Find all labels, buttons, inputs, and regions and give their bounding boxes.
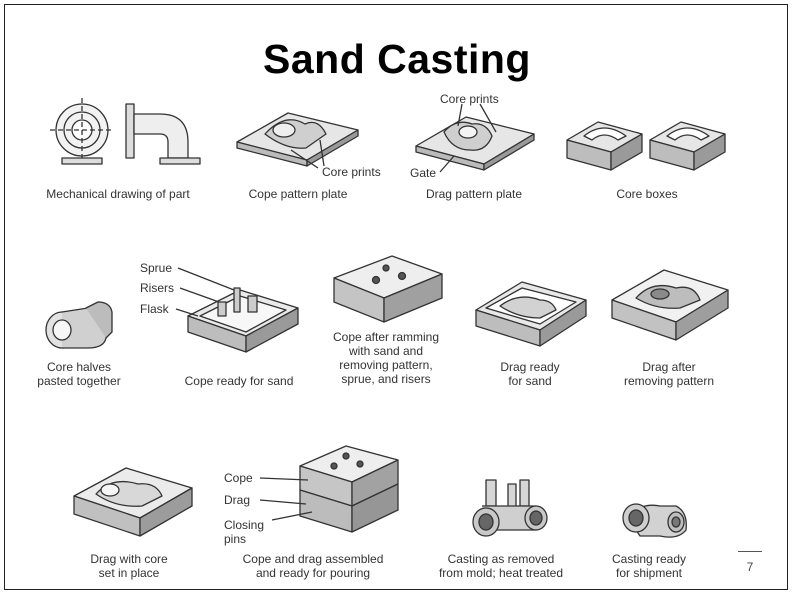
caption-drag-ready-l2: for sand [508,374,552,388]
caption-assembled-l1: Cope and drag assembled [242,552,384,566]
label-flask: Flask [140,302,169,316]
caption-core-halves-l2: pasted together [37,374,121,388]
caption-cope-pattern-plate: Cope pattern plate [248,187,348,201]
caption-cope-rammed-l1: Cope after ramming [332,330,440,344]
label-pins: pins [224,532,247,546]
slide-frame [4,4,788,590]
label-sprue: Sprue [140,261,173,275]
caption-casting-removed-l2: from mold; heat treated [438,566,564,580]
caption-cope-ready: Cope ready for sand [184,374,294,388]
drag-with-core-figure [73,467,193,537]
caption-casting-removed-l1: Casting as removed [447,552,555,566]
label-cope: Cope [224,471,253,485]
label-core-prints-cope: Core prints [322,165,381,179]
caption-assembled-l2: and ready for pouring [255,566,371,580]
label-drag: Drag [224,493,251,507]
label-gate: Gate [410,166,437,180]
cope-ready-figure [175,267,299,353]
casting-ready-figure [622,503,687,538]
cope-rammed-figure [333,255,443,323]
caption-cope-rammed-l4: sprue, and risers [341,372,431,386]
casting-removed-figure [472,479,548,537]
mechanical-drawing-figure [50,98,201,165]
slide-title: Sand Casting [263,36,531,82]
page-number-rule [738,551,762,552]
caption-core-halves-l1: Core halves [46,360,112,374]
caption-core-boxes: Core boxes [616,187,678,201]
caption-drag-with-core-l1: Drag with core [90,552,168,566]
caption-drag-after-l2: removing pattern [623,374,715,388]
core-boxes-figure [566,121,726,171]
label-risers: Risers [140,281,175,295]
label-core-prints-drag: Core prints [440,92,499,106]
drag-ready-figure [475,281,587,347]
caption-casting-ready-l1: Casting ready [611,552,687,566]
drag-pattern-plate-figure [415,103,535,173]
caption-mechanical-drawing: Mechanical drawing of part [46,187,190,201]
page-number: 7 [746,560,754,574]
label-closing: Closing [224,518,265,532]
core-halves-figure [45,301,113,349]
caption-drag-pattern-plate: Drag pattern plate [425,187,523,201]
caption-cope-rammed-l3: removing pattern, [339,358,433,372]
caption-cope-rammed-l2: with sand and [348,344,424,358]
drag-after-figure [611,269,729,341]
caption-drag-ready-l1: Drag ready [500,360,560,374]
cope-pattern-plate-figure [236,112,359,169]
caption-casting-ready-l2: for shipment [615,566,683,580]
caption-drag-with-core-l2: set in place [98,566,160,580]
caption-drag-after-l1: Drag after [642,360,696,374]
cope-drag-assembled-figure [259,445,399,533]
